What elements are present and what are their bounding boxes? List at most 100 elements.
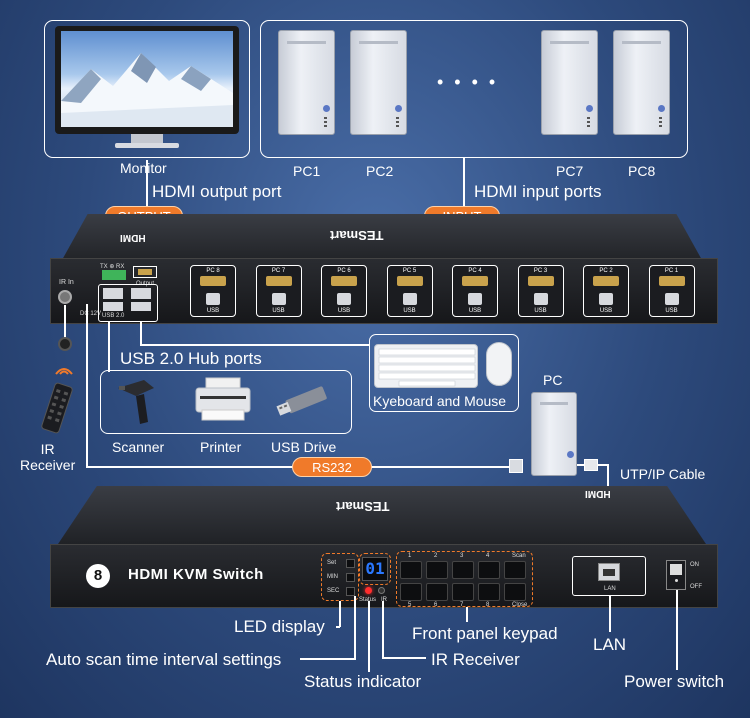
pc-port-label: PC 3 [533,268,548,274]
usb-drive-label: USB Drive [271,439,337,455]
ir-label: IR [381,597,387,603]
ellipsis-dots: • • • • [437,72,499,92]
pc-port-4: PC 5 USB [386,265,433,317]
monitor-image [55,26,239,148]
keypad-label: 1 [408,553,412,559]
keypad-button[interactable] [478,561,500,579]
usb-port-label: USB [337,308,351,314]
usb-port-label: USB [534,308,547,314]
auto-scan-callout-v [354,596,356,660]
pc-label: PC [543,372,563,388]
scanner-image [114,374,162,428]
lan-port[interactable] [598,563,620,581]
keypad-button[interactable] [426,561,448,579]
usb-b-port [599,293,613,305]
status-label: Status [359,597,377,603]
ir-cable [64,305,66,341]
dc-label: DC 12V [80,311,102,317]
pc2-label: PC2 [366,163,394,179]
hdmi-output-label: HDMI output port [152,182,282,201]
front-title: HDMI KVM Switch [128,566,264,583]
min-button[interactable] [346,573,355,582]
power-switch[interactable] [666,560,686,590]
pc-port-label: PC 7 [271,268,286,274]
keypad-button[interactable] [400,583,422,601]
ir-receiver-bulb [58,337,72,351]
keypad-label: Scan [512,553,526,559]
device-front-top [58,486,706,544]
badge-num: 8 [93,567,103,584]
hdmi-port [527,276,554,286]
rs232-terminal [102,270,126,280]
rs232-plug [509,459,523,473]
pc-port-label: PC 5 [402,268,417,274]
keypad-label: 6 [434,602,438,608]
utp-plug [584,459,598,471]
keypad-button[interactable] [504,561,526,579]
ir-in-jack [58,290,72,304]
hdmi-port [593,276,619,286]
lan-callout-v [609,596,611,632]
usb-drive-image [272,380,334,420]
front-keypad-label: Front panel keypad [412,624,558,643]
led-box [359,553,391,585]
front-hdmi-logo: HDMI [585,488,611,499]
utp-cable-label: UTP/IP Cable [620,466,706,482]
hdmi-input-label: HDMI input ports [474,182,602,201]
pc8-label: PC8 [628,163,656,179]
hdmi-port [200,276,226,286]
usb-port-label: USB [403,308,416,314]
back-hdmi-logo: HDMI [120,232,146,243]
ir-in-label: IR In [59,279,74,286]
usb-b-port [206,293,220,305]
keypad-label: 2 [434,553,438,559]
usb-b-port [271,293,286,305]
led-display-label: LED display [234,617,325,636]
hub-line [108,322,110,372]
auto-scan-callout-h [300,658,356,660]
hdmi-port [396,276,423,286]
usb-devices-box [100,370,352,434]
usb-port-3 [131,288,151,299]
keypad-button[interactable] [504,583,526,601]
status-callout-v [368,601,370,672]
printer-image [192,376,254,426]
usb-b-port [468,293,482,305]
txrx-label: TX ⊕ RX [100,264,125,270]
led-display: 01 [362,557,388,581]
input-connector-line [463,158,465,206]
printer-label: Printer [200,439,242,455]
pc7-label: PC7 [556,163,584,179]
min-label: MIN [327,574,338,580]
usb-port-label: USB [206,308,220,314]
set-button[interactable] [346,559,355,568]
sec-label: SEC [327,588,340,594]
usb-hub-label: USB 2.0 Hub ports [120,349,262,368]
keypad-button[interactable] [400,561,422,579]
usb-port-2 [103,302,123,311]
keypad-button[interactable] [426,583,448,601]
kbm-line-v [140,322,142,345]
on-label: ON [690,562,699,568]
scanner-label: Scanner [112,439,165,455]
pc-port-label: PC 2 [599,268,613,274]
ir-callout-v [382,601,384,658]
lan-label: LAN [593,635,627,654]
sec-button[interactable] [346,587,355,596]
pc7-tower [541,30,598,135]
hdmi-port [265,276,292,286]
keypad-button[interactable] [478,583,500,601]
keypad-button[interactable] [452,561,474,579]
ir-receiver-left-label: IR Receiver [20,441,75,473]
back-brand: TESmart [330,228,384,243]
auto-scan-label: Auto scan time interval settings [46,650,282,669]
keypad-button[interactable] [452,583,474,601]
pc-port-6: PC 3 USB [517,265,564,317]
hdmi-port [462,276,488,286]
usb-port-label: USB [468,308,482,314]
